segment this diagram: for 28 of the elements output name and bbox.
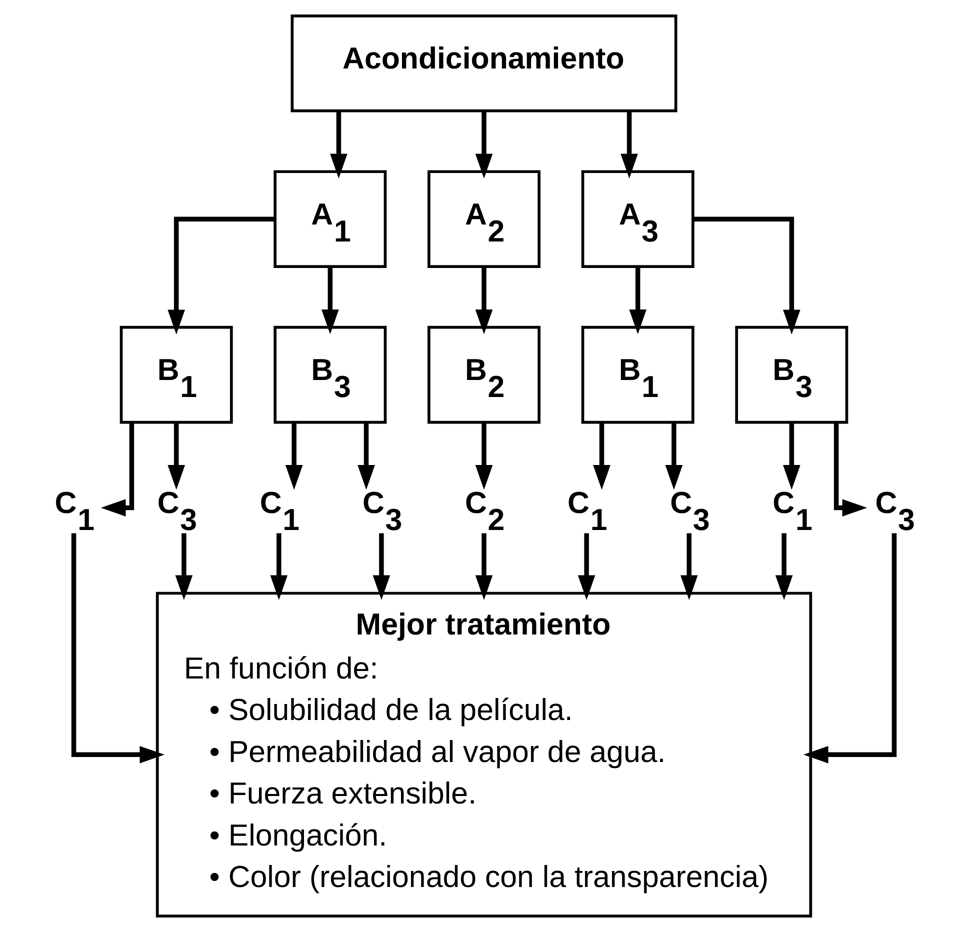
arrow [71, 533, 164, 764]
arrow [270, 533, 288, 600]
arrow [475, 110, 493, 178]
arrow [285, 422, 303, 490]
arrow [804, 533, 897, 764]
arrow [775, 533, 793, 600]
arrow [175, 533, 193, 600]
arrow [100, 422, 134, 516]
arrow [330, 110, 348, 178]
arrow [578, 533, 596, 600]
arrow [834, 422, 868, 516]
node-box: Mejor tratamiento En función de: • Solubilidad de la película. • Permeabilidad al vapor de agua. • Fuerza extensible. • Elongación. • Color (relacionado con la transparencia) [156, 592, 812, 918]
arrow [680, 533, 698, 600]
arrow [693, 216, 800, 334]
arrow [322, 266, 339, 334]
node-box: Acondicionamiento [290, 14, 678, 112]
arrow [168, 422, 185, 490]
arrow [168, 216, 275, 334]
arrow [475, 533, 493, 600]
arrow [665, 422, 683, 490]
arrow [593, 422, 610, 490]
arrow [372, 533, 390, 600]
arrow [629, 266, 646, 334]
arrow [475, 422, 493, 490]
arrow [783, 422, 800, 490]
arrow [620, 110, 638, 178]
arrow [475, 266, 493, 334]
arrow [358, 422, 375, 490]
